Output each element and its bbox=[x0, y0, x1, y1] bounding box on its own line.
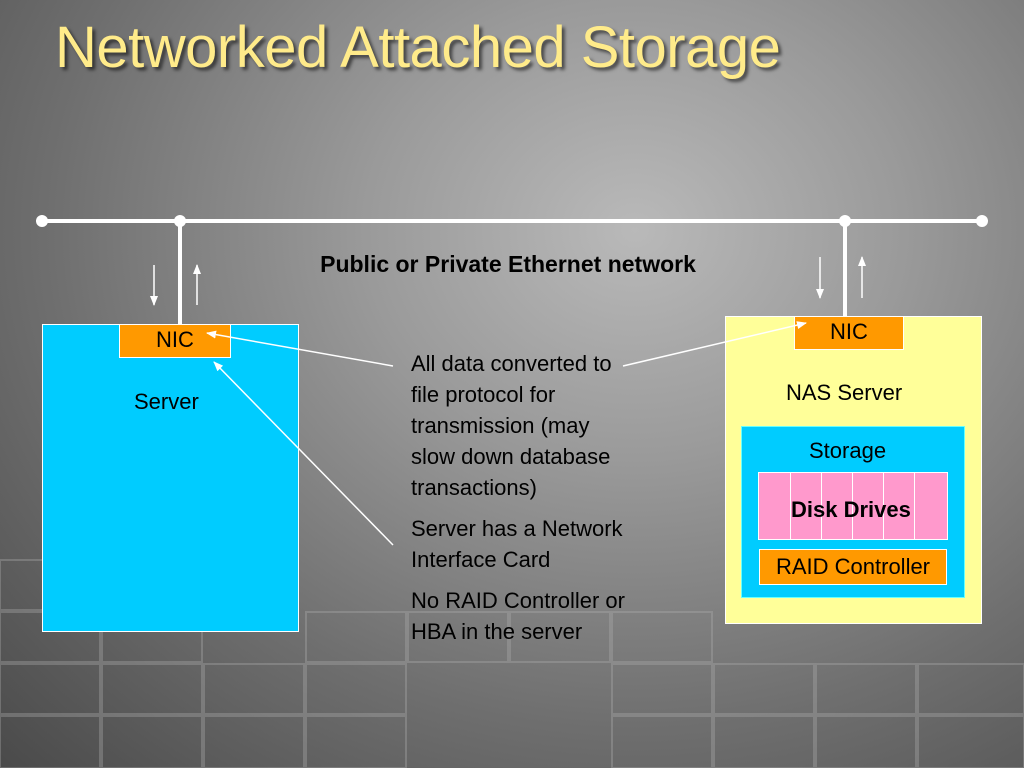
note-no-raid: No RAID Controller or HBA in the server bbox=[411, 588, 625, 644]
disk-drive bbox=[790, 472, 822, 540]
slide-title: Networked Attached Storage bbox=[55, 15, 781, 80]
disk-drive bbox=[883, 472, 915, 540]
raid-controller: RAID Controller bbox=[759, 549, 947, 585]
note-server-nic: Server has a Network Interface Card bbox=[411, 516, 623, 572]
bus-endpoint-left bbox=[36, 215, 48, 227]
storage-label: Storage bbox=[809, 438, 887, 463]
server-nic: NIC bbox=[119, 324, 231, 358]
callout-to-server-nic bbox=[206, 330, 394, 367]
disk-drive bbox=[852, 472, 884, 540]
notes-list: All data converted to file protocol for … bbox=[411, 348, 631, 657]
disk-drives bbox=[758, 472, 948, 540]
note-file-protocol: All data converted to file protocol for … bbox=[411, 351, 612, 500]
network-label: Public or Private Ethernet network bbox=[320, 251, 696, 277]
callout-to-nas-nic bbox=[622, 321, 807, 367]
server-box bbox=[42, 324, 299, 632]
server-label: Server bbox=[134, 389, 199, 414]
ethernet-bus bbox=[36, 215, 988, 324]
disk-drives-label: Disk Drives bbox=[791, 497, 911, 522]
callout-to-server-nic-2 bbox=[213, 361, 394, 546]
traffic-arrows bbox=[150, 256, 866, 306]
nas-nic: NIC bbox=[794, 316, 904, 350]
bus-endpoint-right bbox=[976, 215, 988, 227]
disk-drive bbox=[914, 472, 948, 540]
nas-server-label: NAS Server bbox=[786, 380, 903, 405]
callout-connectors bbox=[206, 321, 807, 546]
